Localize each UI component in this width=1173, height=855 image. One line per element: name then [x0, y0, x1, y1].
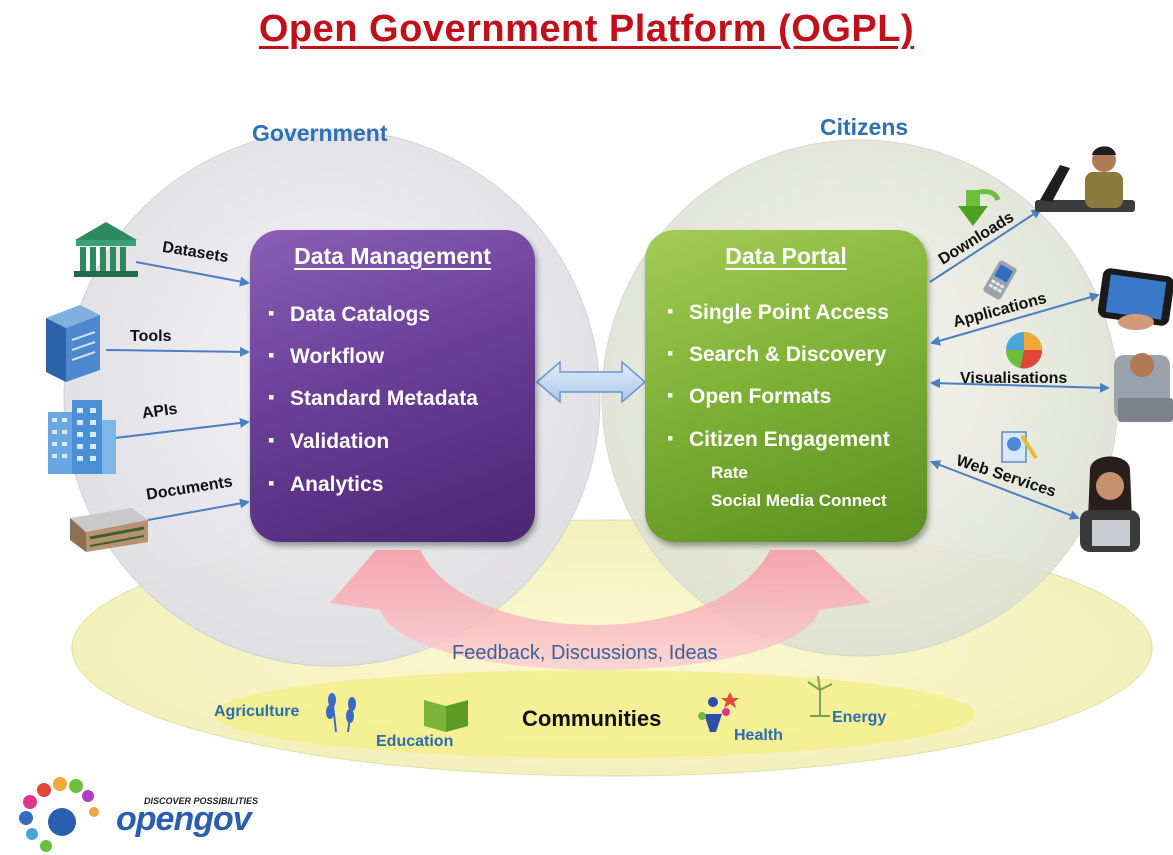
opengov-logo-icon — [19, 777, 99, 852]
data-management-box: Data Management ▪Data Catalogs ▪Workflow… — [250, 230, 535, 542]
person-tablet-icon — [1080, 456, 1140, 552]
data-portal-box: Data Portal ▪Single Point Access ▪Search… — [645, 230, 927, 542]
government-label: Government — [252, 120, 388, 146]
page-title: Open Government Platform (OGPL) — [258, 8, 915, 50]
logo-tagline: DISCOVER POSSIBILITIES — [144, 796, 259, 806]
health-label: Health — [734, 727, 783, 744]
government-building-icon — [74, 222, 138, 277]
server-tower-icon — [46, 305, 100, 382]
logo-name: opengov — [116, 800, 252, 838]
feedback-label: Feedback, Discussions, Ideas — [452, 642, 718, 664]
list-item: ▪Analytics — [268, 473, 384, 496]
tools-label: Tools — [130, 328, 172, 345]
download-arrow-icon — [958, 189, 1001, 226]
pie-chart-icon — [1005, 332, 1043, 369]
data-portal-title: Data Portal — [725, 243, 847, 269]
communities-band — [215, 670, 975, 758]
person-phone-icon — [1114, 353, 1173, 422]
book-icon — [424, 700, 468, 732]
list-item: ▪Standard Metadata — [268, 387, 478, 410]
wheat-icon — [326, 693, 356, 733]
list-item: ▪Validation — [268, 430, 390, 453]
people-icon — [698, 692, 739, 732]
list-item: ▪Search & Discovery — [667, 343, 887, 366]
tablet-hands-icon — [1097, 268, 1173, 330]
data-management-title: Data Management — [294, 243, 491, 269]
education-label: Education — [376, 733, 454, 750]
agriculture-label: Agriculture — [214, 703, 300, 720]
office-building-icon — [48, 400, 116, 474]
sub-item-rate: Rate — [711, 463, 748, 482]
wind-turbine-icon — [807, 675, 833, 717]
person-laptop-icon — [1035, 146, 1135, 212]
visualisations-label: Visualisations — [960, 370, 1068, 387]
web-document-icon — [1001, 431, 1038, 463]
citizens-label: Citizens — [820, 114, 909, 140]
list-item: ▪Workflow — [268, 345, 385, 368]
warehouse-building-icon — [70, 508, 148, 552]
sub-item-social: Social Media Connect — [711, 491, 887, 510]
list-item: ▪Single Point Access — [667, 301, 889, 324]
list-item: ▪Citizen Engagement — [667, 428, 890, 451]
mobile-phone-icon — [983, 260, 1017, 300]
list-item: ▪Open Formats — [667, 385, 832, 408]
communities-label: Communities — [522, 706, 662, 731]
energy-label: Energy — [832, 709, 887, 726]
list-item: ▪Data Catalogs — [268, 303, 431, 326]
feedback-arrow — [330, 550, 870, 670]
